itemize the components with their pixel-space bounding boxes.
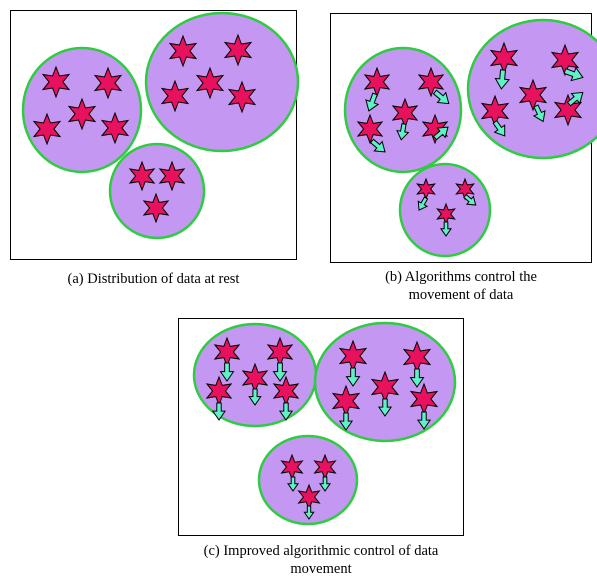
- panel-c-movement-arrow-3: [248, 388, 262, 406]
- panel-c-movement-arrow-7: [409, 368, 425, 388]
- panel-b-frame: [330, 13, 597, 263]
- panel-c-caption: (c) Improved algorithmic control of data…: [203, 543, 439, 577]
- panel-b-cluster-2-data-star-2: [550, 43, 580, 77]
- panel-b-movement-arrow-6: [494, 69, 511, 90]
- panel-a-cluster-1-data-star-1: [41, 65, 71, 99]
- panel-b-cluster-2-data-star-5: [553, 93, 583, 127]
- panel-a-cluster-2-data-star-4: [160, 79, 190, 113]
- panel-b-movement-arrow-8: [532, 104, 546, 123]
- panel-a-cluster-1-data-star-4: [32, 112, 62, 146]
- panel-a-cluster-3-data-star-2: [158, 160, 186, 192]
- panel-a-cluster-3: [108, 142, 206, 240]
- panel-b-movement-arrow-9: [492, 120, 506, 137]
- panel-b-movement-arrow-4: [369, 138, 386, 153]
- panel-c-movement-arrow-1: [219, 362, 235, 382]
- panel-c-movement-arrow-13: [303, 505, 315, 520]
- panel-a-cluster-1-data-star-3: [67, 97, 97, 131]
- panel-a-cluster-2-data-star-5: [227, 80, 257, 114]
- panel-c-movement-arrow-10: [416, 411, 432, 430]
- panel-c-movement-arrow-12: [319, 476, 331, 492]
- panel-b-cluster-1-data-star-2: [417, 66, 445, 98]
- panel-a-cluster-3-data-star-1: [128, 160, 156, 192]
- panel-a-frame: [10, 10, 300, 260]
- panel-c-movement-arrow-8: [377, 398, 393, 417]
- panel-a-diagram: [21, 11, 300, 240]
- panel-b-movement-arrow-3: [396, 123, 410, 141]
- panel-c-movement-arrow-4: [211, 402, 227, 421]
- panel-b-movement-arrow-13: [440, 221, 452, 237]
- panel-b-movement-arrow-2: [432, 89, 450, 105]
- panel-b-cluster-2-data-star-3: [518, 78, 548, 112]
- panel-b-cluster-1-data-star-4: [356, 113, 384, 145]
- panel-c-movement-arrow-2: [272, 362, 288, 382]
- panel-c-movement-arrow-5: [278, 402, 294, 421]
- panel-c-cluster-3: [257, 434, 359, 526]
- panel-a-cluster-2: [144, 11, 300, 153]
- panel-a-cluster-3-data-star-3: [142, 192, 170, 224]
- panel-b-caption: (b) Algorithms control the movement of d…: [385, 269, 537, 303]
- panel-b-movement-arrow-12: [463, 193, 477, 206]
- panel-b-movement-arrow-11: [417, 196, 429, 211]
- panel-c-movement-arrow-9: [338, 412, 354, 431]
- panel-b-diagram: [343, 18, 597, 258]
- panel-c-frame: [178, 318, 464, 536]
- panel-a-cluster-2-data-star-1: [168, 34, 198, 68]
- panel-b-movement-arrow-5: [432, 126, 449, 141]
- panel-c-movement-arrow-6: [345, 367, 361, 387]
- panel-c-diagram: [192, 321, 457, 526]
- panel-a-caption: (a) Distribution of data at rest: [67, 271, 240, 287]
- panel-b-movement-arrow-7: [563, 66, 584, 82]
- panel-a-cluster-2-data-star-3: [195, 66, 225, 100]
- panel-b-cluster-1-data-star-5: [421, 113, 449, 145]
- panel-b-movement-arrow-10: [566, 91, 584, 107]
- panel-a-cluster-1-data-star-5: [100, 111, 130, 145]
- panel-b-movement-arrow-1: [365, 92, 380, 112]
- panel-a-cluster-1-data-star-2: [93, 66, 123, 100]
- panel-c-movement-arrow-11: [287, 476, 299, 492]
- panel-a-cluster-2-data-star-2: [223, 33, 253, 67]
